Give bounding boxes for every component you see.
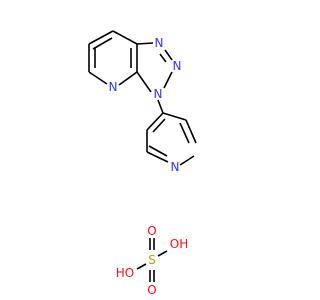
atom-s-label: S xyxy=(148,253,156,267)
atom-n-pyridine-fused-label: N xyxy=(109,80,118,94)
atom-n-pyridyl-label: N xyxy=(171,160,180,174)
n-aryl-bond xyxy=(157,99,164,114)
atom-n3-label: N xyxy=(154,87,163,101)
molecule-drawing: N N N N N S O O OH HO xyxy=(88,30,197,297)
triazole-ring-bonds xyxy=(136,42,173,93)
atom-o-bottom-label: O xyxy=(147,283,156,297)
fused-pyridine-ring-bonds xyxy=(88,30,138,86)
atom-oh-left-label: HO xyxy=(116,266,134,280)
atom-oh-right-label: OH xyxy=(170,237,188,251)
atom-n2-label: N xyxy=(173,59,182,73)
pyridyl-ring-bonds xyxy=(146,112,197,166)
sulfuric-acid-bonds xyxy=(136,238,168,282)
atom-n1-label: N xyxy=(155,36,164,50)
atom-o-top-label: O xyxy=(147,224,156,238)
